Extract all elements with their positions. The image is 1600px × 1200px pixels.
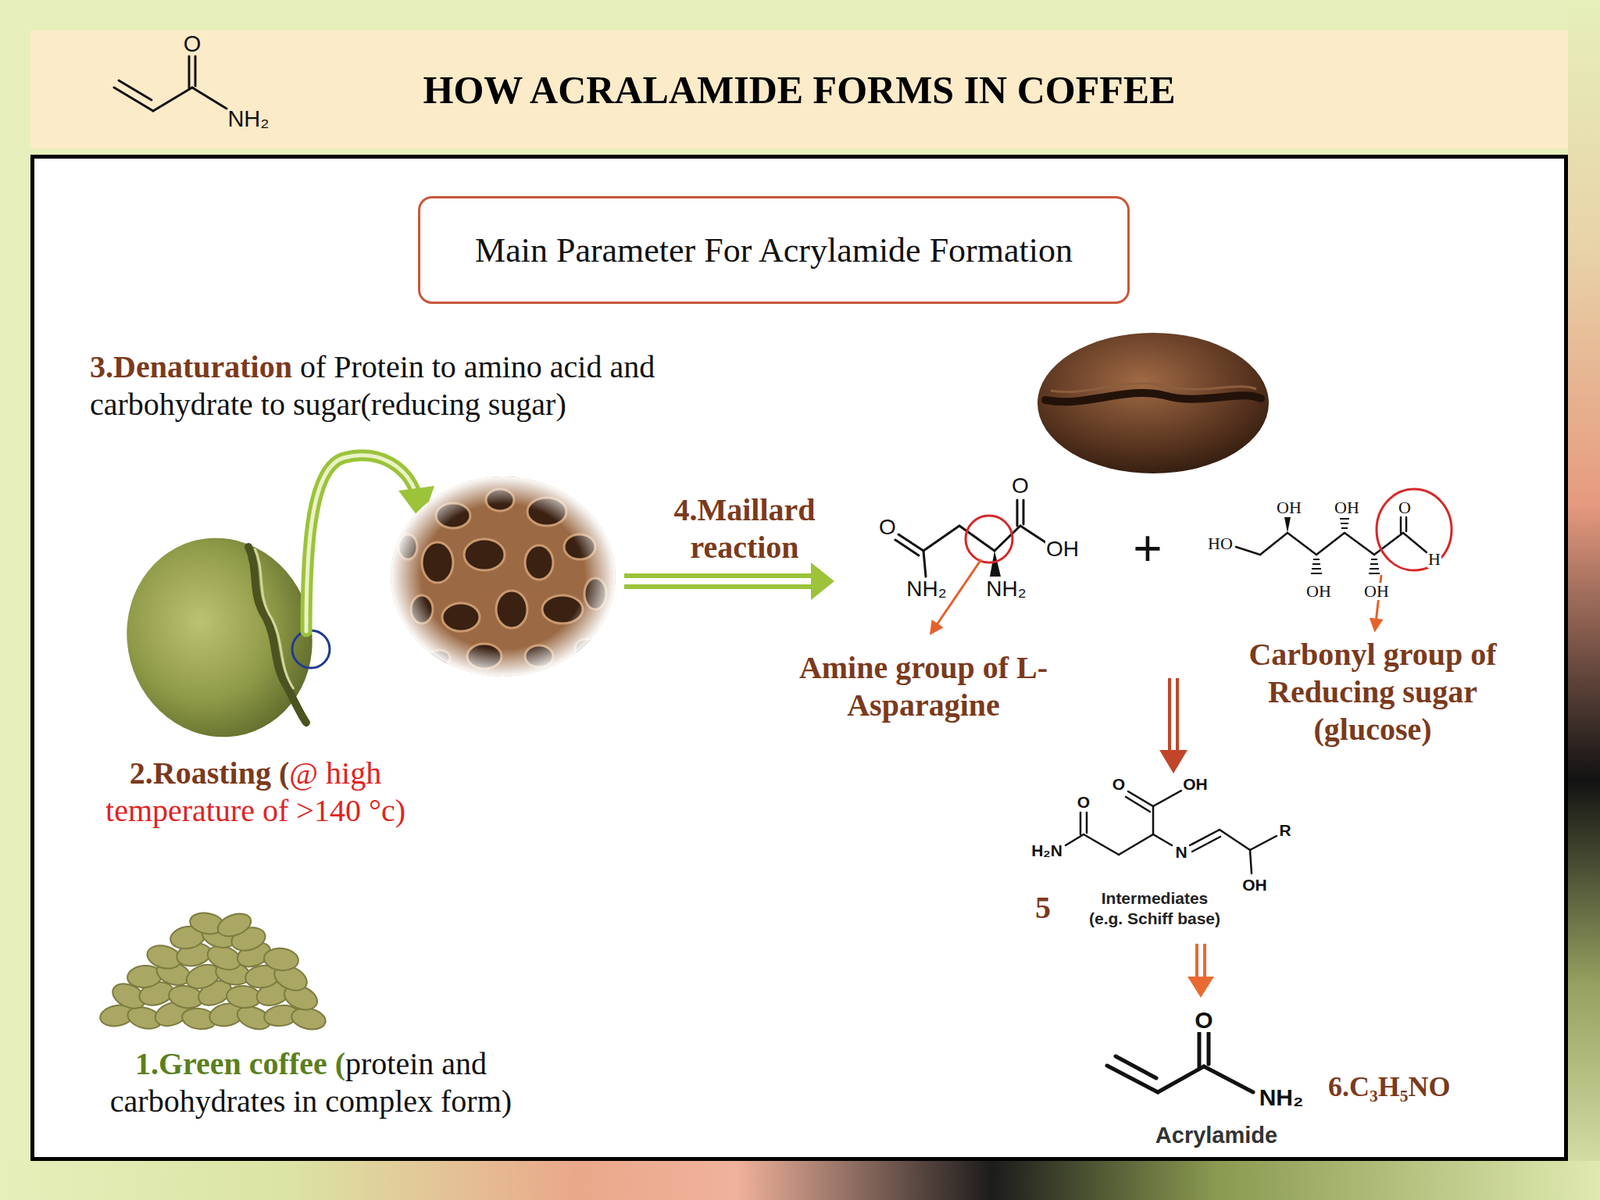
step-label: 4.Maillard reaction: [662, 491, 827, 567]
title-text: HOW ACRALAMIDE FORMS IN COFFEE: [30, 67, 1568, 113]
atom-label: N: [1174, 843, 1188, 861]
atom-label: OH: [1182, 775, 1209, 793]
compound-name: Acrylamide: [1154, 1124, 1279, 1147]
atom-label: OH: [1275, 499, 1303, 517]
atom-label: HO: [1207, 535, 1234, 553]
text-block: 2.Roasting (@ high temperature of >140 °…: [83, 754, 428, 830]
atom-label: OH: [1333, 499, 1361, 517]
atom-label: O: [1010, 475, 1030, 497]
step-label: 3.Denaturation: [89, 349, 293, 385]
plus-sign: +: [1132, 523, 1163, 574]
step-label: 1.Green coffee (: [135, 1046, 346, 1082]
atom-label: OH: [1305, 582, 1333, 600]
atom-label: O: [1193, 1008, 1214, 1033]
atom-label: R: [1278, 821, 1292, 839]
atom-label: OH: [1363, 582, 1390, 600]
atom-label: NH₂: [985, 578, 1027, 600]
atom-label: H₂N: [1030, 842, 1064, 859]
text-block: 3.Denaturationof Protein to amino acid a…: [89, 348, 708, 424]
atom-label: O: [182, 32, 203, 56]
atom-label: O: [878, 516, 897, 539]
step-label: 2.Roasting (: [129, 755, 290, 791]
atom-label: O: [1111, 775, 1126, 793]
box-text: Main Parameter For Acrylamide Formation: [475, 230, 1073, 271]
callout-label: Carbonyl group of Reducing sugar (glucos…: [1232, 635, 1514, 749]
atom-label: NH₂: [905, 578, 947, 600]
atom-label: NH₂: [1258, 1085, 1305, 1110]
atom-label: O: [1076, 793, 1091, 811]
formula-label: 6.C₃H₅NO: [1328, 1068, 1532, 1105]
parameter-box: Main Parameter For Acrylamide Formation: [417, 196, 1130, 304]
callout-label: Amine group of L-Asparagine: [798, 649, 1049, 725]
text-block: 1.Green coffee (protein and carbohydrate…: [84, 1045, 538, 1121]
callout-number: 5: [1034, 892, 1052, 924]
atom-label: NH₂: [226, 107, 270, 131]
caption-label: Intermediates (e.g. Schiff base): [1082, 888, 1227, 929]
atom-label: O: [1397, 499, 1412, 517]
atom-label: H: [1427, 550, 1442, 568]
atom-label: OH: [1241, 876, 1268, 893]
atom-label: OH: [1045, 538, 1080, 561]
